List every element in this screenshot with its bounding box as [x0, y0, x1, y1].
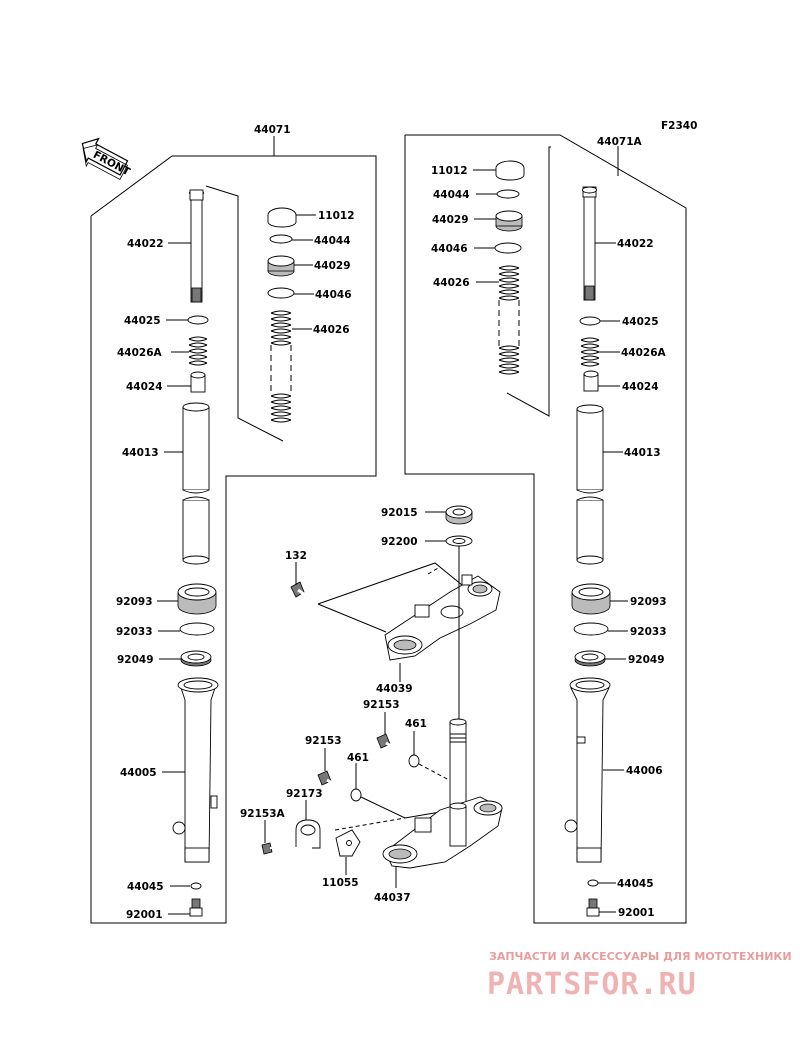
label-fork-tube-left: 44022	[127, 238, 164, 250]
label-inner-tube-right: 44013	[624, 447, 661, 459]
left-collar	[190, 371, 206, 393]
left-bottom-bolt	[189, 898, 203, 917]
label-ring-44044-left: 44044	[314, 235, 351, 247]
front-direction-tag: FRONT	[81, 137, 133, 180]
label-outer-tube-left: 44005	[120, 767, 157, 779]
label-circlip-left: 92033	[116, 626, 153, 638]
label-dust-seal-left: 92093	[116, 596, 153, 608]
right-assembly-boundary	[404, 134, 687, 924]
right-ring-44044	[496, 189, 520, 199]
label-bottom-bolt-right: 92001	[618, 907, 655, 919]
brake-hose-guide	[335, 829, 361, 857]
right-dust-seal	[571, 583, 611, 615]
label-washer-461-lower: 461	[347, 752, 369, 764]
stem-washer-461-upper	[408, 754, 420, 768]
stem-washer	[445, 535, 473, 547]
label-dust-seal-right: 92093	[630, 596, 667, 608]
label-ring-44025-right: 44025	[622, 316, 659, 328]
left-oil-seal	[180, 650, 212, 667]
label-spring-left: 44026	[313, 324, 350, 336]
label-sub-spring-left: 44026A	[117, 347, 163, 359]
left-fork-tube	[189, 189, 204, 303]
label-oring-right: 44046	[431, 243, 468, 255]
label-washer: 92200	[381, 536, 418, 548]
right-inner-tube	[576, 404, 604, 565]
hose-clamp-92173	[295, 819, 321, 849]
left-gasket	[190, 882, 202, 890]
label-inner-tube-left: 44013	[122, 447, 159, 459]
lower-bracket-stem	[382, 796, 503, 869]
label-lower-bracket: 44037	[374, 892, 411, 904]
pinch-bolt-132	[290, 581, 319, 606]
right-oil-seal	[574, 650, 606, 667]
watermark-tagline: ЗАПЧАСТИ И АКСЕССУАРЫ ДЛЯ МОТОТЕХНИКИ	[489, 950, 792, 963]
label-ring-44044-right: 44044	[433, 189, 470, 201]
right-gasket	[587, 879, 599, 887]
label-bolt-92153a: 92153A	[240, 808, 286, 820]
label-gasket-left: 44045	[127, 881, 164, 893]
left-circlip	[179, 622, 215, 636]
left-cap	[267, 207, 297, 228]
label-circlip-right: 92033	[630, 626, 667, 638]
label-clamp: 92173	[286, 788, 323, 800]
label-gasket-right: 44045	[617, 878, 654, 890]
label-oil-seal-right: 92049	[628, 654, 665, 666]
left-sub-spring	[188, 336, 208, 366]
right-outer-tube	[564, 677, 611, 863]
label-collar-left: 44024	[126, 381, 163, 393]
label-sub-spring-right: 44026A	[621, 347, 667, 359]
right-collar	[583, 370, 599, 392]
figure-code: F2340	[661, 120, 697, 132]
right-circlip	[573, 622, 609, 636]
label-nut: 92015	[381, 507, 418, 519]
stem-nut	[445, 505, 473, 525]
stem-bolt-92153-upper	[376, 733, 403, 754]
label-oil-seal-left: 92049	[117, 654, 154, 666]
right-sub-spring	[580, 337, 600, 367]
label-bolt-92153-lower: 92153	[305, 735, 342, 747]
label-cap-left: 11012	[318, 210, 355, 222]
label-guide: 11055	[322, 877, 359, 889]
stem-washer-461-lower	[350, 788, 362, 802]
right-cap	[495, 160, 525, 181]
label-washer-461-upper: 461	[405, 718, 427, 730]
label-upper-bracket: 44039	[376, 683, 413, 695]
right-spring-seat	[495, 210, 523, 232]
watermark-logo: PARTSFOR.RU	[487, 967, 697, 1002]
right-bottom-bolt	[586, 898, 600, 917]
stem-bolt-92153-lower	[317, 770, 346, 792]
label-bottom-bolt-left: 92001	[126, 909, 163, 921]
left-main-spring	[270, 310, 292, 423]
label-seat-right: 44029	[432, 214, 469, 226]
label-outer-tube-right: 44006	[626, 765, 663, 777]
right-ring-44025	[579, 316, 601, 326]
left-spring-seat	[267, 255, 295, 277]
clamp-bolt-92153a	[261, 842, 312, 855]
label-cap-right: 11012	[431, 165, 468, 177]
right-oring	[494, 242, 522, 254]
left-inner-tube	[182, 402, 210, 565]
right-main-spring	[498, 265, 520, 375]
left-assembly-boundary	[90, 136, 377, 924]
label-bolt-132: 132	[285, 550, 307, 562]
label-seat-left: 44029	[314, 260, 351, 272]
right-fork-tube	[582, 186, 597, 301]
left-ring-44025	[187, 315, 209, 325]
label-bolt-92153-upper: 92153	[363, 699, 400, 711]
left-ring-44044	[269, 234, 293, 244]
left-oring	[267, 287, 295, 299]
label-fork-tube-right: 44022	[617, 238, 654, 250]
upper-bracket	[384, 574, 501, 661]
left-outer-tube	[172, 677, 219, 863]
label-ring-44025-left: 44025	[124, 315, 161, 327]
label-oring-left: 44046	[315, 289, 352, 301]
label-spring-right: 44026	[433, 277, 470, 289]
label-assy-left: 44071	[254, 124, 291, 136]
label-assy-right: 44071A	[597, 136, 643, 148]
label-collar-right: 44024	[622, 381, 659, 393]
left-dust-seal	[177, 583, 217, 615]
